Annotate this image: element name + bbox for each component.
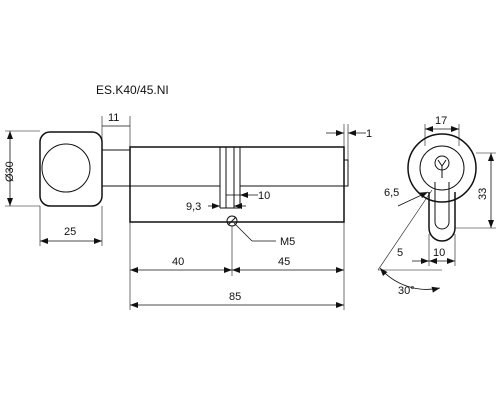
label-30deg: 30°	[398, 285, 415, 297]
knob-spindle	[101, 149, 131, 187]
label-17: 17	[435, 115, 447, 127]
dim-knob-width: 11	[101, 112, 131, 150]
drawing-title: ES.K40/45.NI	[96, 83, 169, 97]
dim-profile-width: 17	[424, 115, 460, 146]
label-cam-10: 10	[258, 190, 270, 202]
cam-slot	[219, 147, 241, 209]
dim-angle: 30°	[377, 189, 442, 297]
cylinder-profile	[407, 133, 477, 242]
label-25: 25	[64, 226, 76, 238]
label-diameter: Ø30	[4, 161, 16, 182]
dim-sides: 40 45	[129, 222, 345, 310]
label-33: 33	[477, 188, 489, 200]
label-cam-93: 9,3	[186, 201, 201, 213]
label-45: 45	[278, 256, 290, 268]
label-65: 6,5	[384, 187, 399, 199]
dim-knob-depth: 25	[39, 206, 103, 246]
cylinder-body	[129, 146, 349, 223]
label-1: 1	[366, 128, 372, 140]
dim-cam-10: 10	[226, 190, 270, 202]
label-10: 10	[433, 247, 445, 259]
label-m5: M5	[280, 236, 295, 248]
dim-profile-65: 6,5	[384, 187, 429, 207]
dim-cam-93: 9,3	[186, 201, 246, 213]
dim-offset-1: 1	[326, 124, 372, 160]
dim-profile-height: 33	[455, 152, 496, 229]
thumb-turn-knob	[39, 131, 103, 207]
label-5: 5	[397, 247, 403, 259]
dim-total: 85	[130, 291, 344, 308]
label-11: 11	[108, 112, 119, 124]
dim-diameter: Ø30	[4, 130, 40, 207]
label-40: 40	[172, 256, 184, 268]
leader-m5: M5	[233, 222, 295, 248]
label-85: 85	[229, 291, 241, 303]
dim-profile-bottom: 5 10	[397, 234, 456, 266]
